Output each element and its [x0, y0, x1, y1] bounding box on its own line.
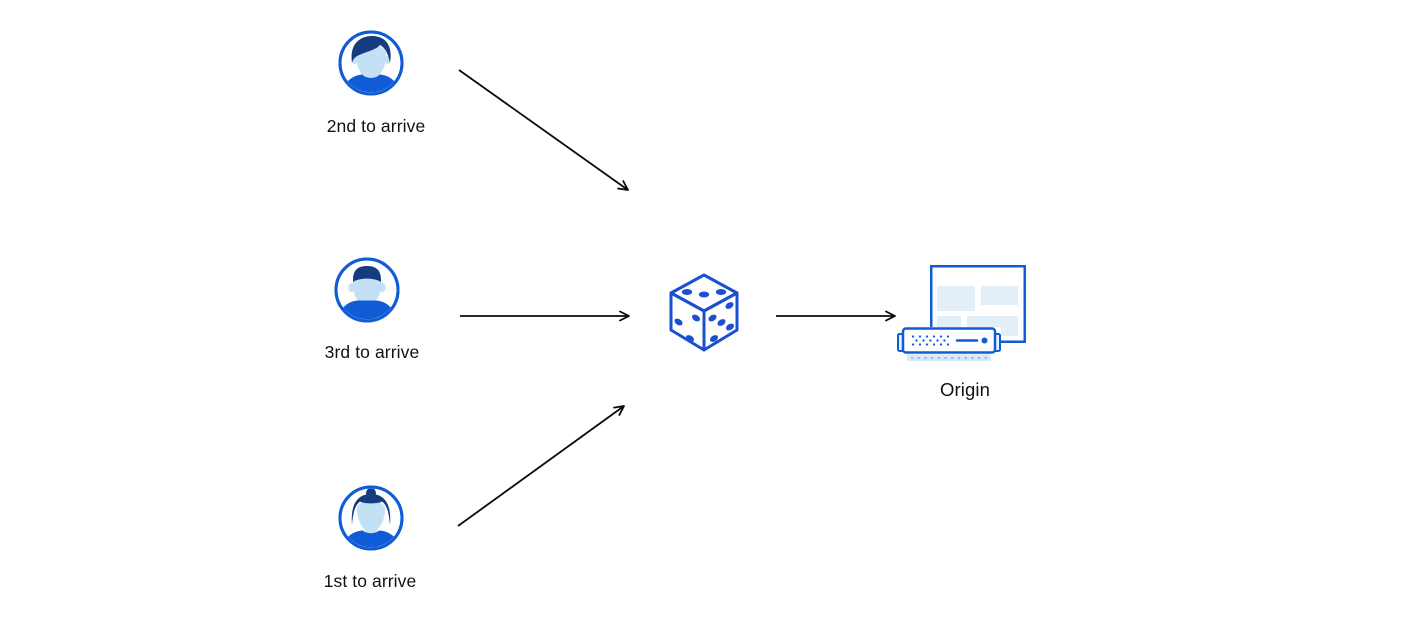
label-user-3rd: 3rd to arrive: [324, 342, 420, 362]
node-dice: [668, 272, 740, 354]
node-user-3rd: [334, 257, 400, 323]
avatar-man-short-hair-icon: [334, 257, 400, 323]
node-user-2nd: [338, 30, 404, 96]
label-user-1st: 1st to arrive: [323, 571, 417, 591]
label-user-2nd: 2nd to arrive: [326, 116, 426, 136]
label-origin: Origin: [940, 379, 990, 400]
arrow-user1st-to-dice: [457, 405, 625, 527]
node-user-1st: [338, 485, 404, 551]
avatar-man-swept-hair-icon: [338, 30, 404, 96]
arrow-user2nd-to-dice: [458, 69, 629, 191]
server-vent-dots: [911, 335, 950, 346]
dice-icon: [669, 273, 739, 352]
avatar-woman-bun-icon: [338, 485, 404, 551]
server-icon: [897, 326, 1001, 363]
node-origin-server: [897, 326, 1001, 365]
